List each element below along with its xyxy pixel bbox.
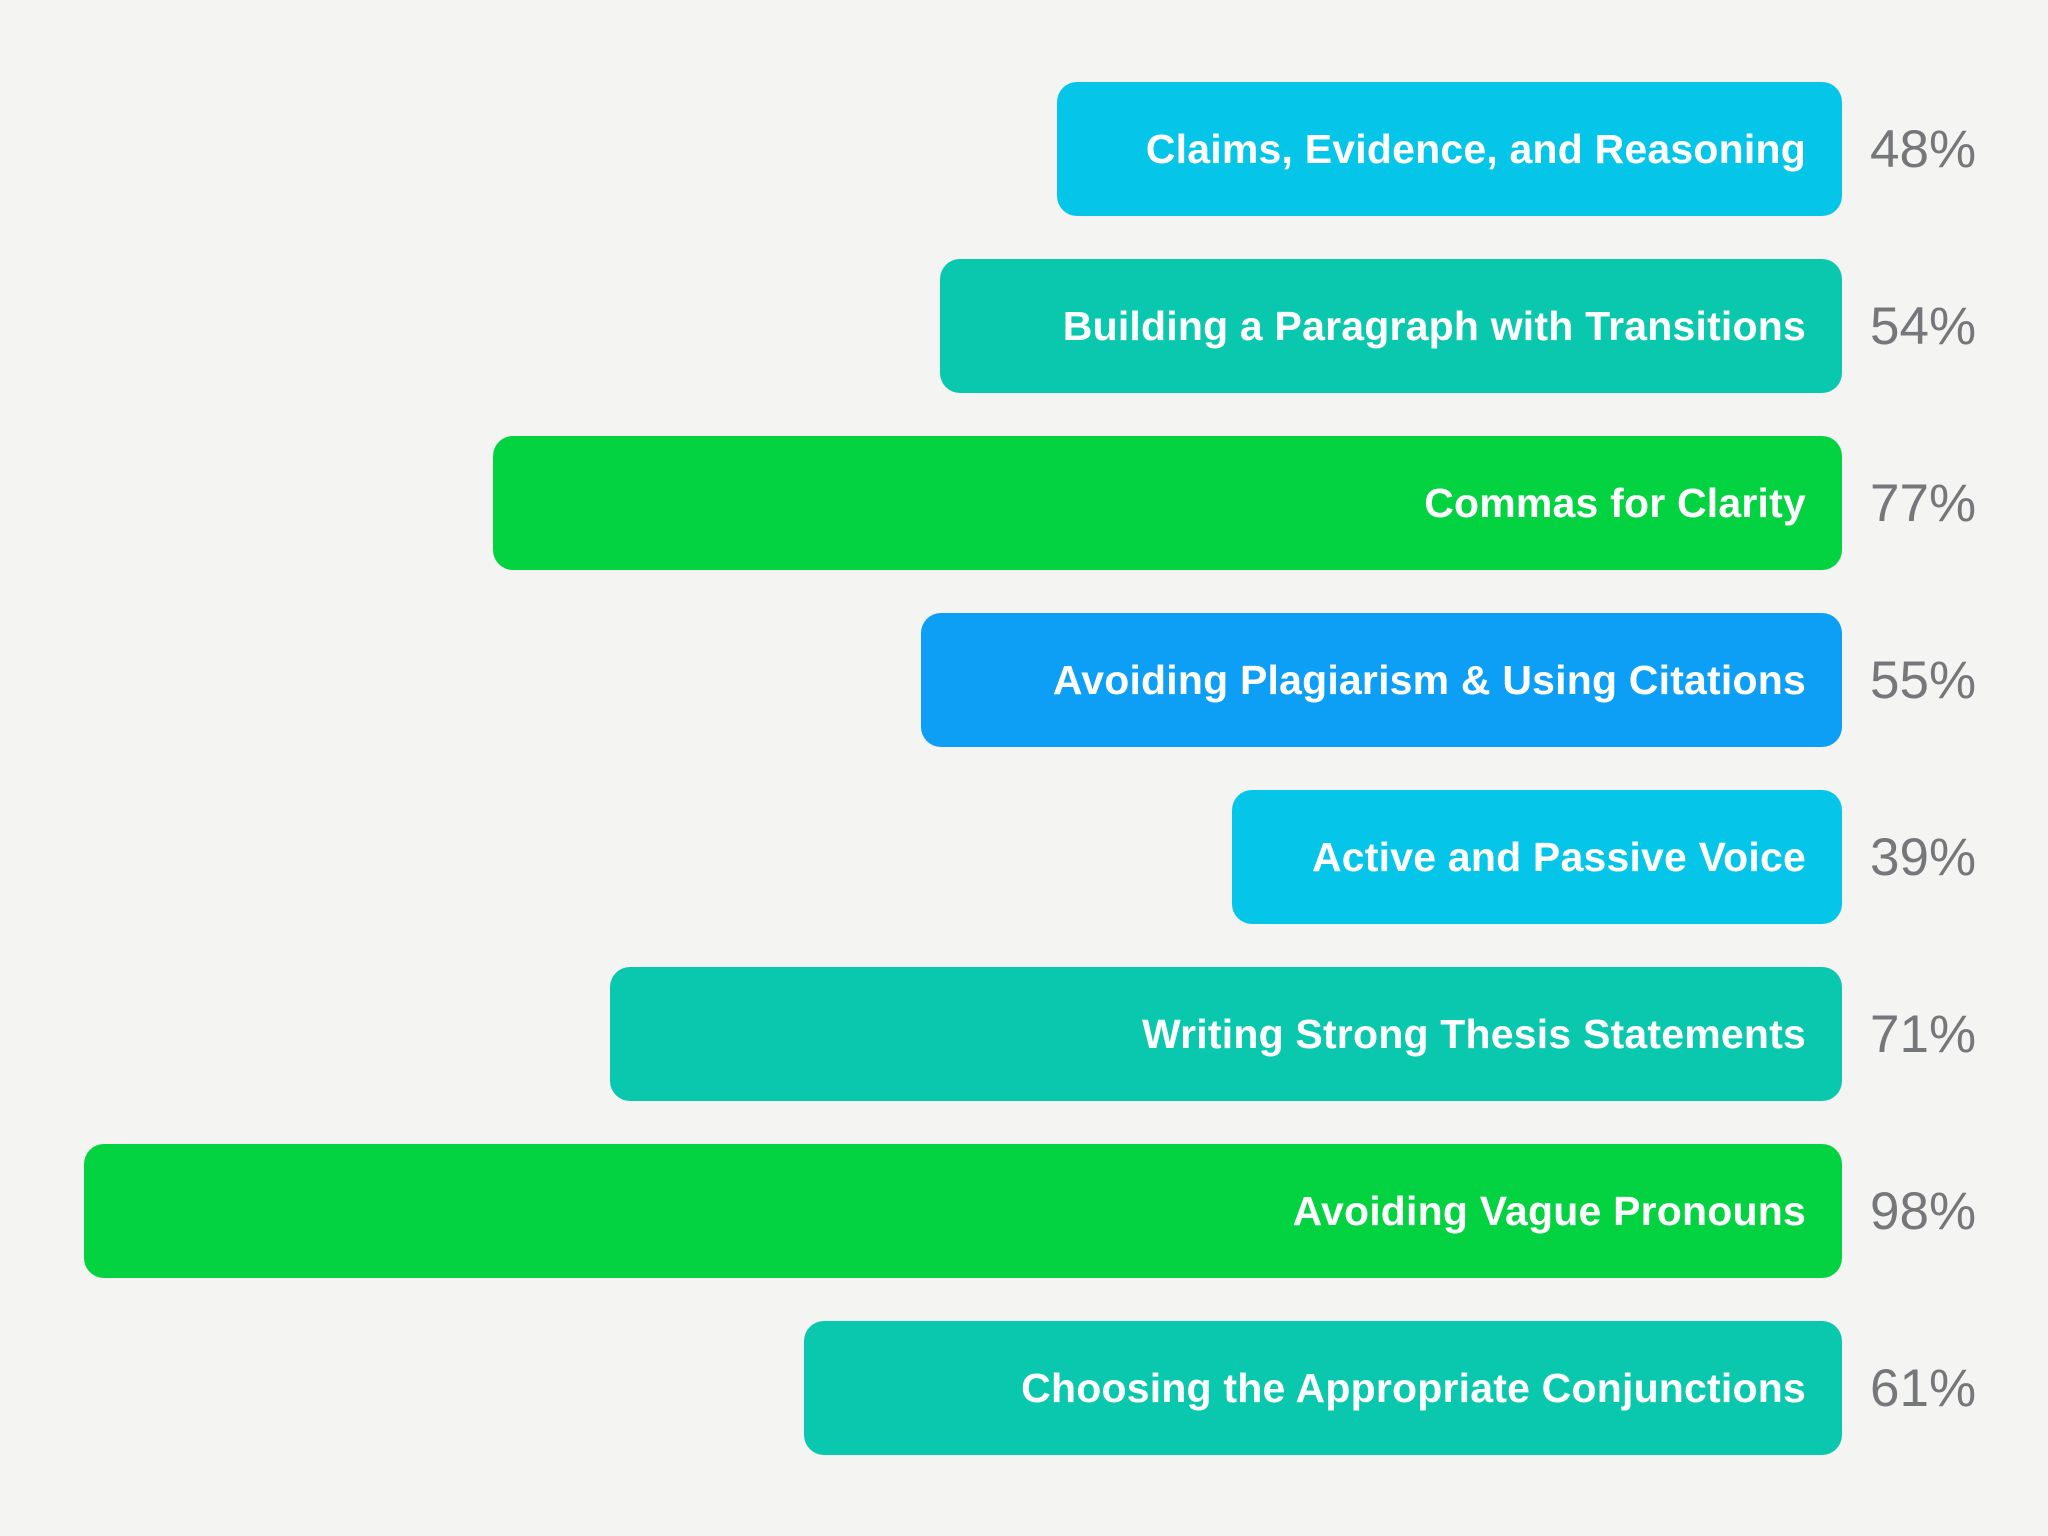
bar: Active and Passive Voice (1232, 790, 1842, 924)
bar-value: 71% (1870, 1004, 1977, 1064)
bar: Writing Strong Thesis Statements (610, 967, 1842, 1101)
bar-row: Active and Passive Voice 39% (0, 790, 2048, 924)
bar-row: Avoiding Vague Pronouns 98% (0, 1144, 2048, 1278)
bar-row: Choosing the Appropriate Conjunctions 61… (0, 1321, 2048, 1455)
bar: Commas for Clarity (493, 436, 1842, 570)
bar-value: 61% (1870, 1358, 1977, 1418)
bar-label: Commas for Clarity (1424, 479, 1806, 526)
bar-value: 48% (1870, 119, 1977, 179)
bar: Avoiding Vague Pronouns (84, 1144, 1842, 1278)
bar-row: Avoiding Plagiarism & Using Citations 55… (0, 613, 2048, 747)
bar: Claims, Evidence, and Reasoning (1057, 82, 1842, 216)
bar-value: 39% (1870, 827, 1977, 887)
bar-row: Commas for Clarity 77% (0, 436, 2048, 570)
bar-label: Active and Passive Voice (1311, 833, 1806, 880)
bar-row: Writing Strong Thesis Statements 71% (0, 967, 2048, 1101)
bar-label: Claims, Evidence, and Reasoning (1145, 125, 1806, 172)
bar-row: Claims, Evidence, and Reasoning 48% (0, 82, 2048, 216)
bar-value: 77% (1870, 473, 1977, 533)
bar: Choosing the Appropriate Conjunctions (804, 1321, 1842, 1455)
bar-label: Avoiding Plagiarism & Using Citations (1052, 656, 1806, 703)
bar-row: Building a Paragraph with Transitions 54… (0, 259, 2048, 393)
bar-value: 54% (1870, 296, 1977, 356)
bar-label: Choosing the Appropriate Conjunctions (1021, 1364, 1806, 1411)
bar-value: 55% (1870, 650, 1977, 710)
bar-label: Building a Paragraph with Transitions (1062, 302, 1806, 349)
bar: Avoiding Plagiarism & Using Citations (921, 613, 1842, 747)
bar-label: Avoiding Vague Pronouns (1292, 1187, 1806, 1234)
bar-label: Writing Strong Thesis Statements (1141, 1010, 1806, 1057)
bar-value: 98% (1870, 1181, 1977, 1241)
bar: Building a Paragraph with Transitions (940, 259, 1842, 393)
